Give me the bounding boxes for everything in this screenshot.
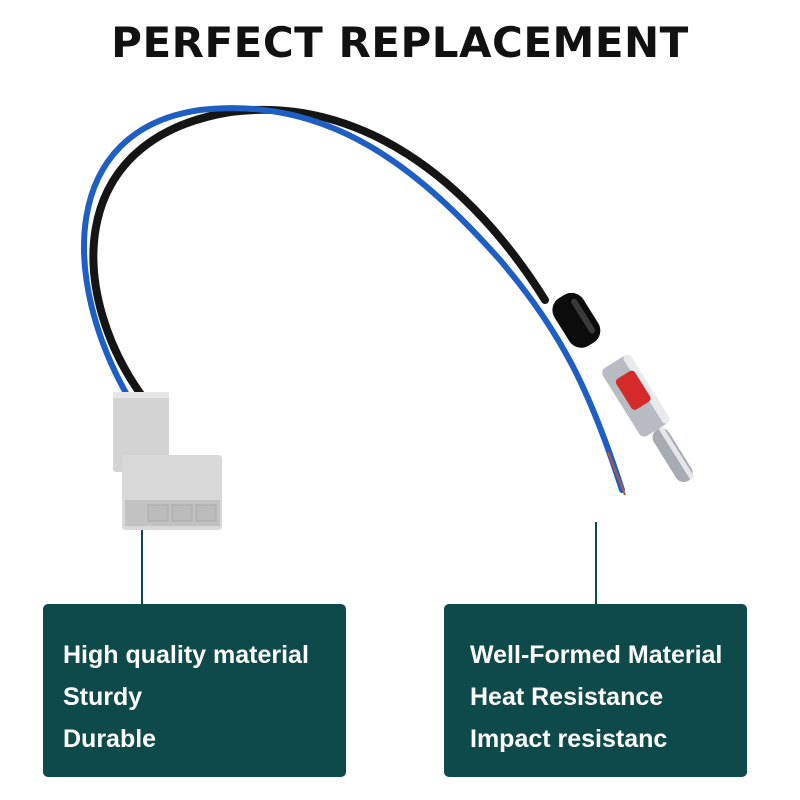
right-feature-3: Impact resistanc [470,725,668,753]
right-feature-card: Well-Formed Material Heat Resistance Imp… [444,604,747,777]
left-feature-1: High quality material [63,641,309,669]
blue-wire [81,105,625,493]
blue-wire-tip [607,451,626,496]
metal-plug [602,354,694,483]
right-feature-2: Heat Resistance [470,683,664,711]
gray-connector [113,392,222,530]
black-wire [89,105,549,404]
left-leader-line [141,530,143,604]
page-title: PERFECT REPLACEMENT [111,18,689,67]
left-feature-3: Durable [63,725,157,753]
sleeve [552,292,601,348]
left-feature-card: High quality material Sturdy Durable [43,604,346,777]
right-leader-line [595,522,597,604]
left-feature-2: Sturdy [63,683,143,711]
right-feature-1: Well-Formed Material [470,641,723,669]
